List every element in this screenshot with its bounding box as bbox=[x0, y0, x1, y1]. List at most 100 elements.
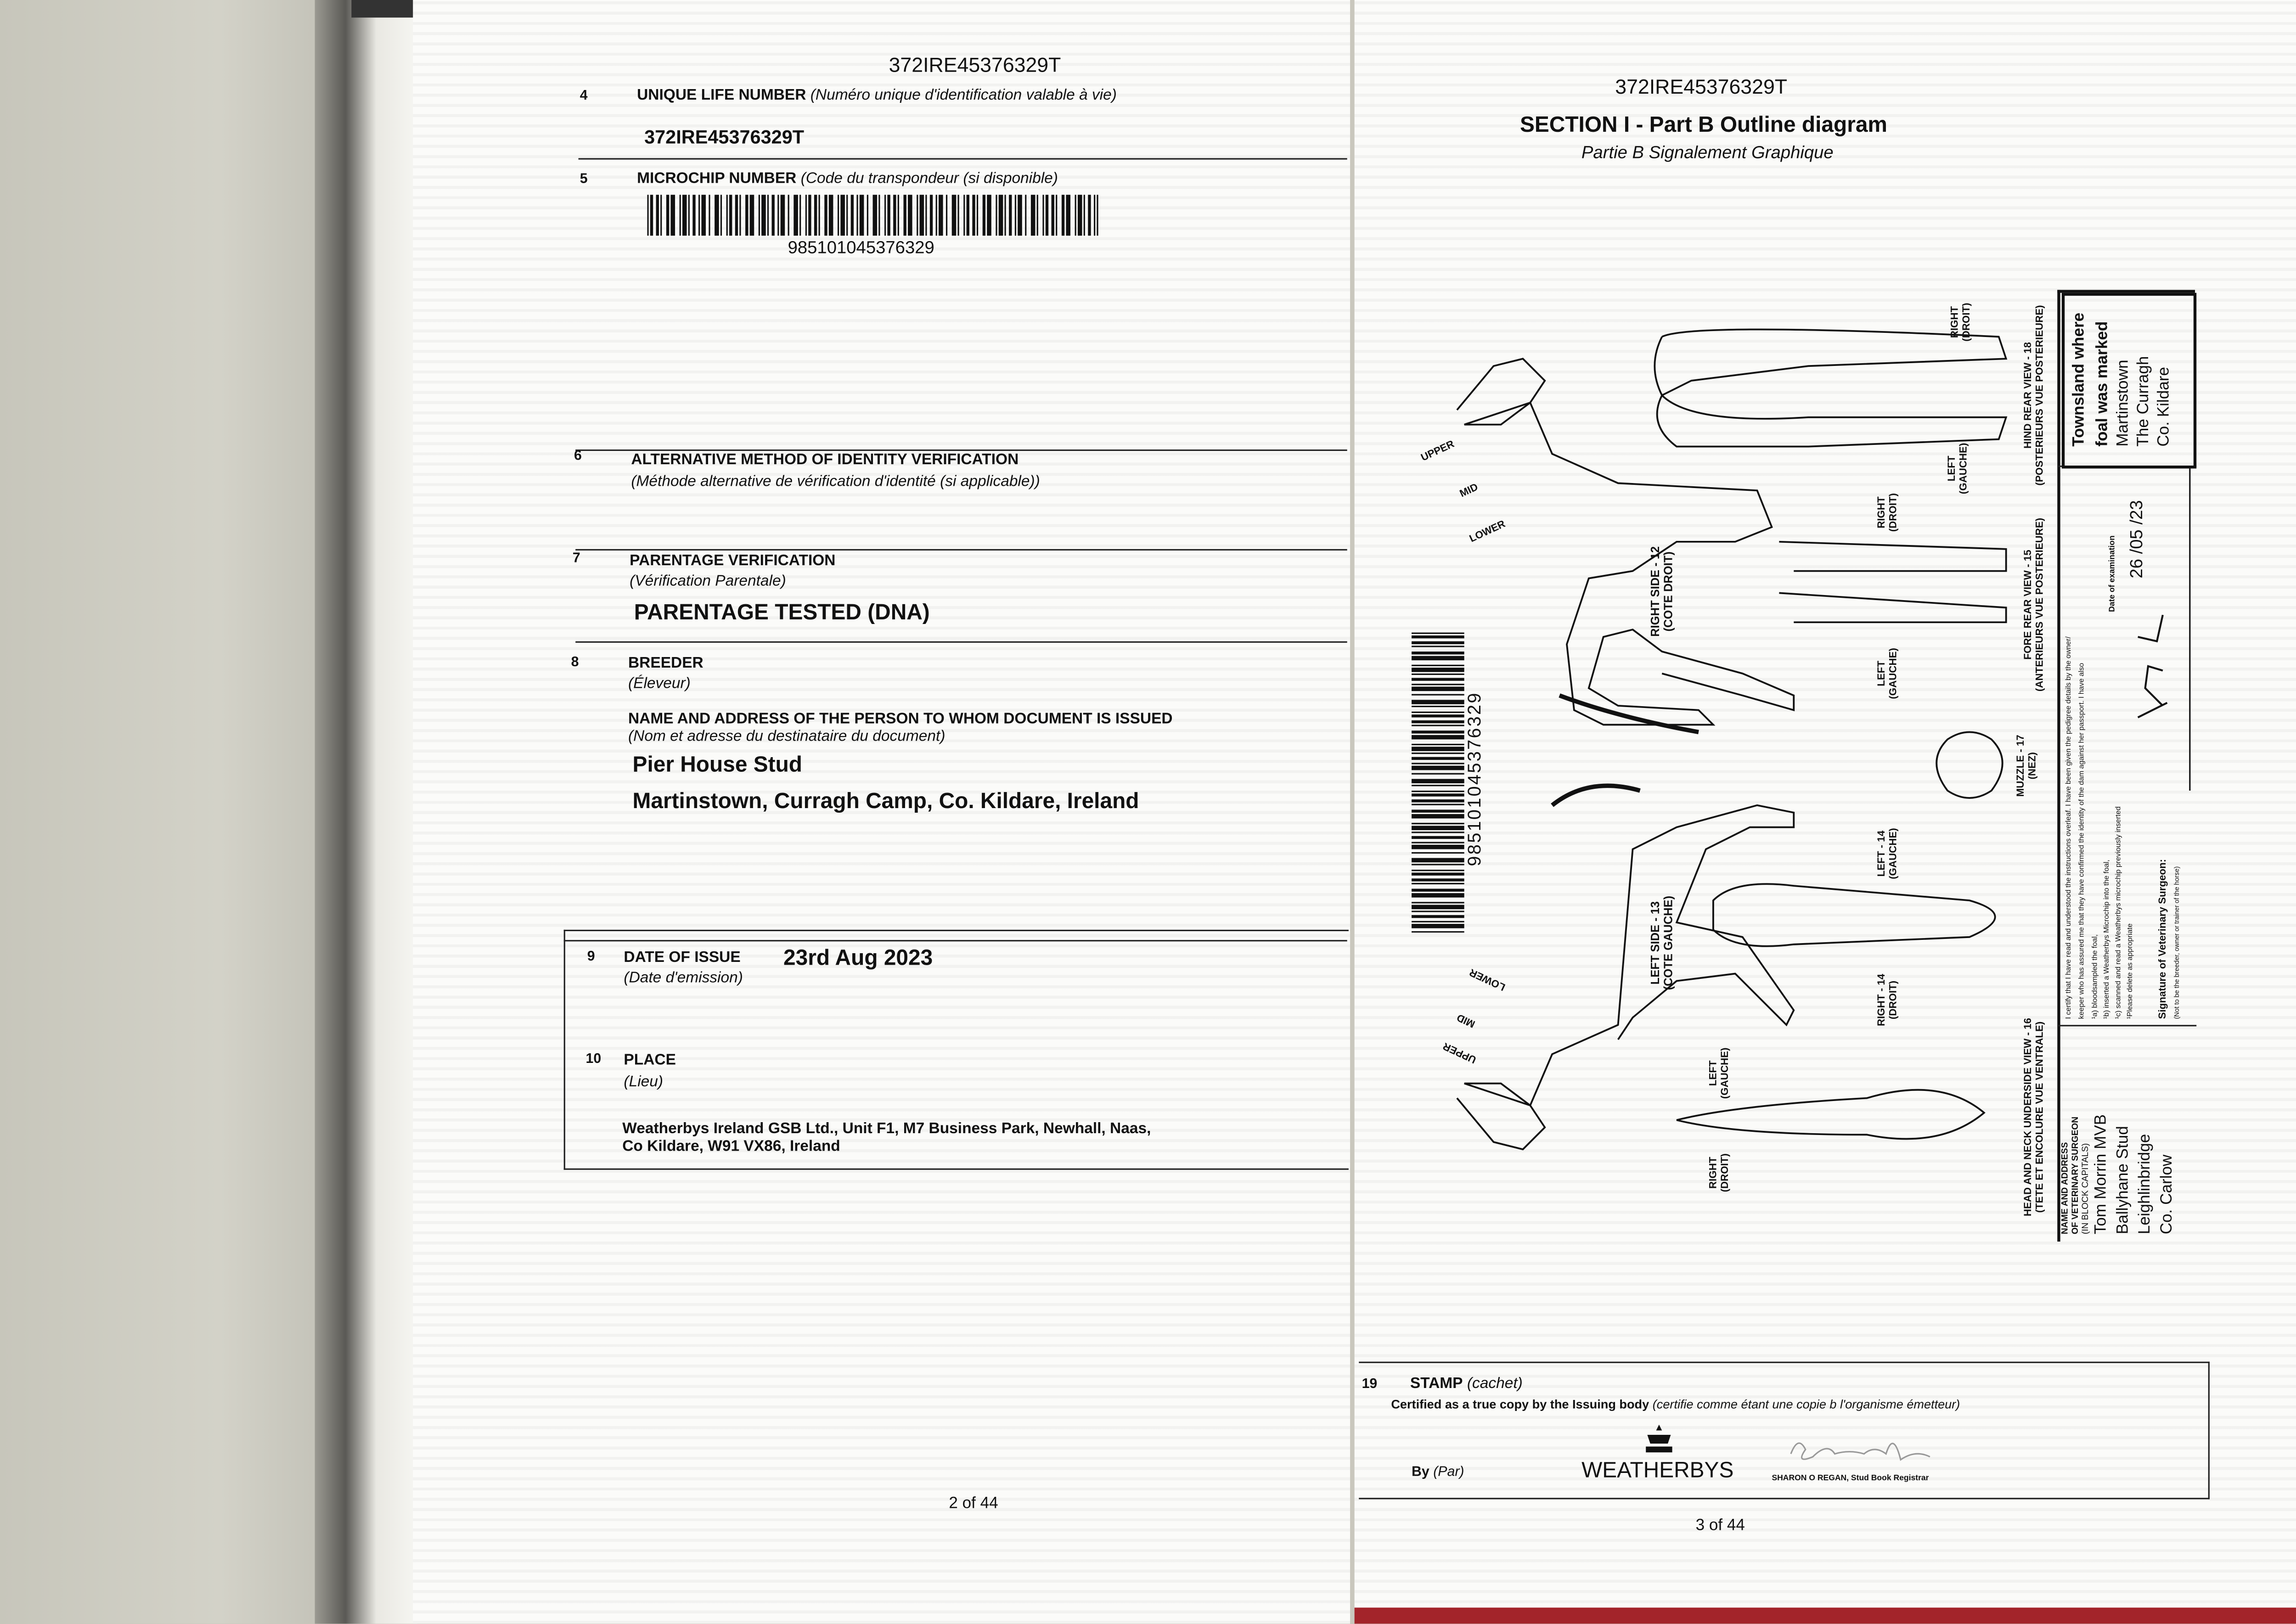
section-number: 9 bbox=[587, 949, 595, 965]
barcode-bar bbox=[1412, 858, 1464, 863]
barcode-bar bbox=[1412, 924, 1464, 928]
townsland-label-2: foal was marked bbox=[2093, 321, 2112, 447]
section-label-fr: (Code du transpondeur (si disponible) bbox=[800, 169, 1058, 188]
barcode-bar bbox=[1412, 635, 1464, 639]
top-view-outline bbox=[1712, 883, 1996, 947]
barcode-bar bbox=[887, 195, 890, 236]
certified-line: Certified as a true copy by the Issuing … bbox=[1391, 1397, 1960, 1411]
label-hind-right: RIGHT(DROIT) bbox=[1950, 303, 1973, 342]
divider bbox=[575, 641, 1347, 643]
barcode-bar bbox=[951, 195, 957, 236]
stamp-label-fr: (cachet) bbox=[1467, 1375, 1523, 1393]
barcode-bar bbox=[749, 195, 754, 236]
barcode-bar bbox=[735, 195, 738, 236]
barcode-bar bbox=[1412, 765, 1464, 770]
barcode-bar bbox=[878, 195, 880, 236]
barcode-bar bbox=[1412, 753, 1464, 754]
barcode-bar bbox=[1412, 714, 1464, 718]
barcode-bar bbox=[919, 195, 924, 236]
barcode-bar bbox=[824, 195, 827, 236]
barcode-bar bbox=[1412, 763, 1464, 764]
vet-label-2: OF VETERINARY SURGEON bbox=[2072, 1116, 2081, 1235]
barcode-bar bbox=[666, 195, 670, 236]
barcode-bar bbox=[688, 195, 690, 236]
stamp-box bbox=[1359, 1361, 2210, 1500]
barcode-bar bbox=[761, 195, 766, 236]
section-6-label-fr: (Méthode alternative de vérification d'i… bbox=[631, 472, 1040, 491]
barcode-bar bbox=[1036, 195, 1038, 236]
barcode-bar bbox=[1412, 668, 1464, 672]
barcode-bar bbox=[846, 195, 848, 236]
vet-address-2: Leighlinbridge bbox=[2136, 1134, 2154, 1235]
divider bbox=[2057, 1025, 2197, 1027]
barcode-bar bbox=[1412, 725, 1464, 726]
barcode-bar bbox=[1042, 195, 1044, 236]
section-label: UNIQUE LIFE NUMBER bbox=[637, 86, 806, 104]
barcode-bar bbox=[1014, 195, 1017, 236]
certificate-line-3: ¹a) bloodsampled the foal, bbox=[2091, 934, 2100, 1019]
barcode-bar bbox=[1412, 832, 1464, 833]
townsland-line-1: Martinstown bbox=[2114, 360, 2132, 447]
section-10-label: PLACE bbox=[624, 1051, 676, 1069]
barcode-bar bbox=[1412, 836, 1464, 839]
vet-certificate-table bbox=[2057, 290, 2195, 1242]
left-side-horse-outline bbox=[1456, 804, 1795, 1151]
section-number: 8 bbox=[571, 654, 579, 671]
issue-date: 23rd Aug 2023 bbox=[783, 945, 933, 971]
barcode-bar bbox=[1412, 731, 1464, 734]
barcode-bar bbox=[698, 195, 700, 236]
barcode-bar bbox=[1412, 878, 1464, 882]
barcode-bar bbox=[739, 195, 741, 236]
barcode-bar bbox=[1412, 757, 1464, 760]
barcode-bar bbox=[840, 195, 845, 236]
barcode-bar bbox=[1097, 195, 1098, 236]
barcode-bar bbox=[1061, 195, 1065, 236]
barcode-bar bbox=[1004, 195, 1006, 236]
barcode-bar bbox=[1412, 706, 1464, 708]
barcode-bar bbox=[777, 195, 779, 236]
label-hind-rear-view: HIND REAR VIEW - 18(POSTERIEURS VUE POST… bbox=[2023, 305, 2046, 486]
barcode-bar bbox=[682, 195, 687, 236]
section-5-heading: MICROCHIP NUMBER (Code du transpondeur (… bbox=[637, 170, 1058, 187]
barcode-bar bbox=[1412, 646, 1464, 647]
label-muzzle: MUZZLE - 17(NEZ) bbox=[2016, 735, 2038, 797]
barcode-bar bbox=[828, 195, 833, 236]
barcode-bar bbox=[945, 195, 948, 236]
barcode-bar bbox=[692, 195, 696, 236]
barcode-bar bbox=[767, 195, 769, 236]
barcode-bar bbox=[1412, 743, 1464, 746]
barcode-bar bbox=[701, 195, 706, 236]
barcode-bar bbox=[1412, 686, 1464, 691]
barcode-bar bbox=[1412, 882, 1464, 885]
divider bbox=[578, 158, 1347, 160]
barcode-bar bbox=[929, 195, 933, 236]
page-number: 2 of 44 bbox=[949, 1495, 998, 1513]
section-8-label: BREEDER bbox=[628, 654, 703, 672]
signature-line bbox=[2189, 468, 2191, 791]
barcode-bar bbox=[1077, 195, 1082, 236]
certificate-line-2: keeper who has assured me that they have… bbox=[2077, 663, 2087, 1019]
section-7-label: PARENTAGE VERIFICATION bbox=[630, 552, 836, 570]
vet-signature-label: Signature of Veterinary Surgeon: bbox=[2158, 859, 2169, 1019]
barcode-bar bbox=[1412, 915, 1464, 918]
barcode-bar bbox=[1412, 785, 1464, 787]
section-number: 10 bbox=[585, 1051, 602, 1068]
place-line-2: Co Kildare, W91 VX86, Ireland bbox=[622, 1137, 840, 1155]
barcode-bar bbox=[818, 195, 820, 236]
addressee-label: NAME AND ADDRESS OF THE PERSON TO WHOM D… bbox=[628, 710, 1173, 728]
barcode-bar bbox=[963, 195, 965, 236]
barcode-bar bbox=[917, 195, 918, 236]
barcode-bar bbox=[925, 195, 927, 236]
certified-text: Certified as a true copy by the Issuing … bbox=[1391, 1397, 1649, 1412]
section-7-label-fr: (Vérification Parentale) bbox=[630, 572, 786, 590]
barcode-bar bbox=[987, 195, 991, 236]
barcode-bar bbox=[1025, 195, 1027, 236]
barcode-bar bbox=[650, 195, 653, 236]
section-9-label: DATE OF ISSUE bbox=[624, 949, 741, 967]
registrar-name: SHARON O REGAN, Stud Book Registrar bbox=[1772, 1474, 1929, 1484]
barcode-bar bbox=[1018, 195, 1022, 236]
barcode-bar bbox=[1412, 823, 1464, 825]
barcode-bar bbox=[1412, 902, 1464, 904]
barcode-bar bbox=[837, 195, 839, 236]
